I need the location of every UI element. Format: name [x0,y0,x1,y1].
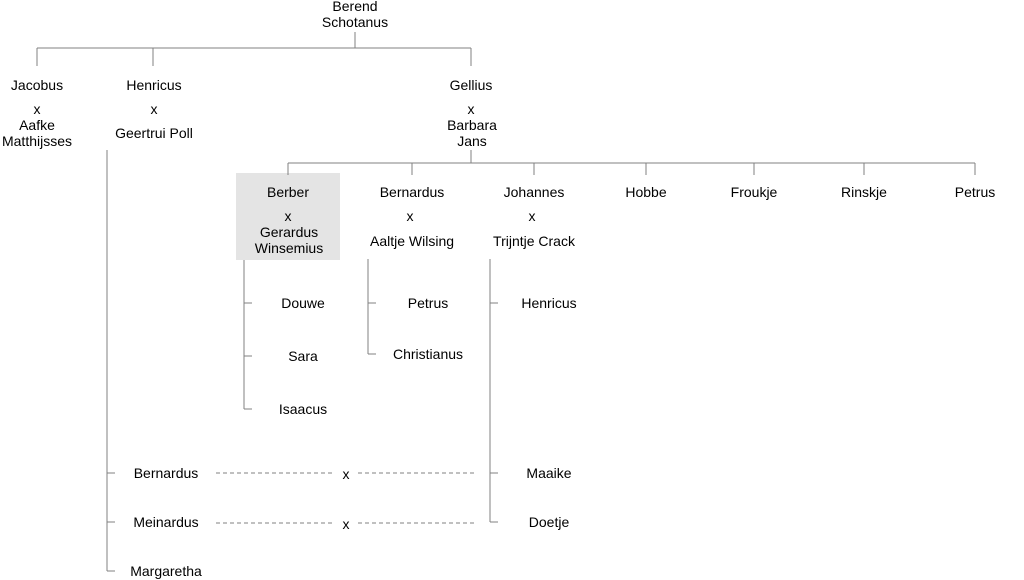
person-margaretha: Margaretha [130,563,202,579]
person-hobbe: Hobbe [625,184,667,200]
spouse-henricus: Geertrui Poll [115,125,193,141]
person-christianus: Christianus [392,346,464,362]
spouse-bernardus: Aaltje Wilsing [369,233,455,249]
marriage-marker-bernardus: x [406,208,414,224]
person-sara: Sara [288,348,318,364]
marriage-marker-jacobus: x [33,101,41,117]
person-rinskje: Rinskje [841,184,887,200]
person-isaacus: Isaacus [278,401,328,417]
person-maaike: Maaike [526,465,572,481]
person-doetje: Doetje [528,514,570,530]
person-petrus-child: Petrus [407,295,449,311]
person-johannes: Johannes [503,184,565,200]
spouse-jacobus-line2: Matthijsses [1,133,73,149]
marriage-marker-henricus: x [150,101,158,117]
root-first-name: Berend [332,0,378,14]
marriage-marker-bernardus-maaike: x [342,466,350,482]
spouse-berber-line2: Winsemius [254,240,324,256]
person-froukje: Froukje [730,184,778,200]
spouse-gellius-line1: Barbara [447,117,497,133]
root-name: Berend Schotanus [322,0,388,30]
person-henricus: Henricus [126,77,182,93]
person-jacobus: Jacobus [10,77,64,93]
person-douwe: Douwe [281,295,325,311]
spouse-berber: Gerardus Winsemius [255,224,323,256]
marriage-marker-berber: x [284,208,292,224]
spouse-gellius-line2: Jans [457,133,487,149]
spouse-jacobus-line1: Aafke [19,117,55,133]
person-bernardus: Bernardus [379,184,445,200]
marriage-marker-meinardus-doetje: x [342,516,350,532]
marriage-marker-gellius: x [467,101,475,117]
person-bernardus-child: Bernardus [133,465,199,481]
root-surname: Schotanus [321,14,389,30]
spouse-johannes: Trijntje Crack [493,233,575,249]
marriage-marker-johannes: x [528,208,536,224]
highlight-box-berber [236,173,340,260]
person-petrus: Petrus [954,184,996,200]
person-henricus-child: Henricus [521,295,577,311]
person-gellius: Gellius [449,77,493,93]
spouse-jacobus: Aafke Matthijsses [2,117,72,149]
spouse-berber-line1: Gerardus [259,224,319,240]
spouse-gellius: Barbara Jans [447,117,497,149]
person-berber: Berber [266,184,310,200]
person-meinardus: Meinardus [133,514,199,530]
